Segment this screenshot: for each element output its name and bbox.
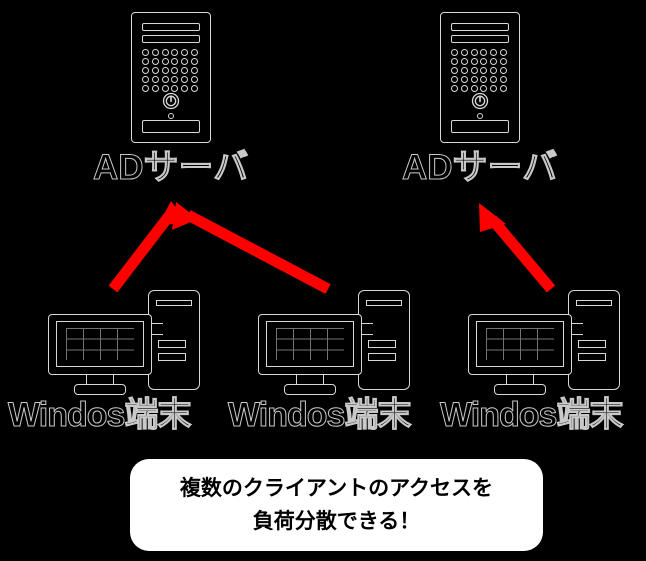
- server-indicator-dot: [477, 113, 483, 119]
- pc-tower-slot: [366, 300, 402, 306]
- server-vent-grid: [142, 49, 200, 92]
- arrow-client-middle-to-server-left: [172, 202, 331, 294]
- pc-screen: [266, 321, 354, 367]
- pc-tower-bay: [578, 353, 606, 361]
- arrow-client-right-to-server-right: [479, 203, 556, 293]
- pc-monitor-base: [284, 384, 336, 395]
- caption-box: 複数のクライアントのアクセスを 負荷分散できる！: [130, 459, 543, 551]
- ad-server-left-label: ADサーバ: [92, 148, 249, 187]
- server-second-slot: [451, 35, 509, 43]
- ad-server-left: [131, 12, 211, 143]
- power-button-icon: [162, 92, 180, 110]
- server-vent-grid: [451, 49, 509, 92]
- client-middle-label: Windos端末: [227, 396, 411, 434]
- ad-server-right: [440, 12, 520, 143]
- client-right: [468, 290, 628, 395]
- server-case: [440, 12, 520, 143]
- caption-line-2: 負荷分散できる！: [252, 509, 421, 533]
- pc-monitor-icon: [258, 314, 362, 375]
- pc-tower-slot: [576, 300, 612, 306]
- pc-tower-bay: [368, 340, 396, 348]
- pc-tower-bay: [578, 340, 606, 348]
- pc-monitor-neck: [296, 374, 324, 386]
- pc-monitor-neck: [86, 374, 114, 386]
- server-case: [131, 12, 211, 143]
- power-button-icon: [471, 92, 489, 110]
- client-left-label: Windos端末: [7, 396, 191, 434]
- pc-monitor-icon: [468, 314, 572, 375]
- server-top-slot: [451, 23, 509, 31]
- client-right-label: Windos端末: [439, 396, 623, 434]
- server-bottom-bay: [451, 120, 509, 133]
- pc-monitor-base: [494, 384, 546, 395]
- pc-monitor-base: [74, 384, 126, 395]
- ad-server-right-label: ADサーバ: [401, 148, 558, 187]
- pc-screen: [56, 321, 144, 367]
- client-left: [48, 290, 208, 395]
- pc-monitor-neck: [506, 374, 534, 386]
- client-middle: [258, 290, 418, 395]
- server-second-slot: [142, 35, 200, 43]
- server-top-slot: [142, 23, 200, 31]
- pc-tower-bay: [158, 353, 186, 361]
- server-indicator-dot: [168, 113, 174, 119]
- caption-line-1: 複数のクライアントのアクセスを: [179, 477, 494, 501]
- server-bottom-bay: [142, 120, 200, 133]
- pc-tower-bay: [158, 340, 186, 348]
- pc-screen: [476, 321, 564, 367]
- pc-monitor-icon: [48, 314, 152, 375]
- pc-tower-slot: [156, 300, 192, 306]
- pc-tower-bay: [368, 353, 396, 361]
